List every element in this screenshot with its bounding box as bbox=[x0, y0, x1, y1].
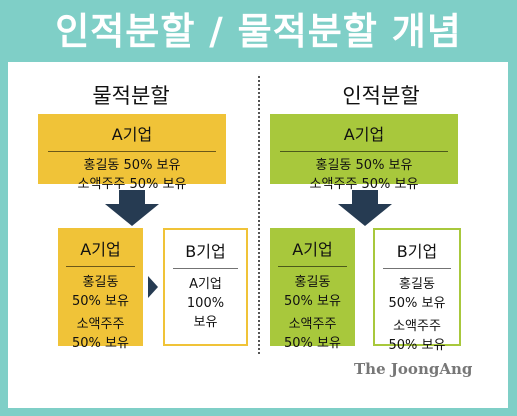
section-divider bbox=[258, 76, 260, 354]
personal-company-a-line-2: 50% 보유 bbox=[284, 294, 341, 309]
personal-company-a-name: A기업 bbox=[292, 240, 333, 259]
physical-company-a-line-4: 50% 보유 bbox=[72, 336, 129, 351]
physical-parent-name: A기업 bbox=[111, 125, 153, 144]
physical-company-a-line-1: 홍길동 bbox=[82, 275, 119, 290]
physical-company-b-line-1: A기업 bbox=[189, 277, 222, 292]
personal-parent-line-2: 소액주주 50% 보유 bbox=[309, 177, 419, 192]
personal-parent-name: A기업 bbox=[343, 125, 385, 144]
personal-company-b-line-2: 50% 보유 bbox=[388, 296, 446, 311]
personal-company-b-box: B기업 홍길동 50% 보유 소액주주 50% 보유 bbox=[373, 228, 461, 353]
physical-parent-line-2: 소액주주 50% 보유 bbox=[77, 177, 187, 192]
personal-company-b-name: B기업 bbox=[396, 242, 438, 261]
personal-company-a-line-3: 소액주주 bbox=[288, 317, 337, 332]
physical-down-arrow-icon bbox=[105, 190, 159, 226]
personal-down-arrow-icon bbox=[338, 190, 392, 226]
personal-split-heading: 인적분할 bbox=[342, 84, 420, 108]
physical-company-b-box: B기업 A기업 100% 보유 bbox=[163, 228, 248, 346]
personal-parent-line-1: 홍길동 50% 보유 bbox=[315, 158, 413, 173]
personal-parent-rule bbox=[280, 151, 448, 152]
physical-company-a-name: A기업 bbox=[80, 240, 121, 259]
personal-parent-box: A기업 홍길동 50% 보유 소액주주 50% 보유 bbox=[270, 114, 458, 192]
physical-parent-box: A기업 홍길동 50% 보유 소액주주 50% 보유 bbox=[38, 114, 226, 192]
physical-company-a-line-3: 소액주주 bbox=[76, 317, 125, 332]
physical-right-arrow-icon bbox=[148, 276, 158, 298]
physical-parent-line-1: 홍길동 50% 보유 bbox=[83, 158, 181, 173]
physical-company-b-line-2: 100% bbox=[186, 296, 225, 311]
personal-company-a-rule bbox=[278, 266, 347, 267]
physical-company-a-rule bbox=[66, 266, 135, 267]
physical-company-b-rule bbox=[173, 268, 238, 269]
personal-company-b-line-3: 소액주주 bbox=[393, 319, 441, 334]
diagram-panel: 물적분할 A기업 홍길동 50% 보유 소액주주 50% 보유 A기업 홍길동 … bbox=[8, 62, 508, 408]
personal-company-b-line-4: 50% 보유 bbox=[388, 338, 446, 353]
physical-company-b-name: B기업 bbox=[185, 242, 226, 261]
personal-company-b-rule bbox=[383, 268, 451, 269]
page-title: 인적분할 / 물적분할 개념 bbox=[55, 10, 462, 53]
physical-split-heading: 물적분할 bbox=[92, 84, 170, 108]
physical-company-a-box: A기업 홍길동 50% 보유 소액주주 50% 보유 bbox=[58, 228, 143, 351]
personal-company-a-line-1: 홍길동 bbox=[294, 275, 331, 290]
personal-company-a-box: A기업 홍길동 50% 보유 소액주주 50% 보유 bbox=[270, 228, 355, 351]
personal-company-b-line-1: 홍길동 bbox=[399, 277, 435, 292]
physical-company-b-line-3: 보유 bbox=[193, 315, 218, 330]
source-credit: The JoongAng bbox=[354, 360, 473, 378]
personal-company-a-line-4: 50% 보유 bbox=[284, 336, 341, 351]
physical-company-a-line-2: 50% 보유 bbox=[72, 294, 129, 309]
physical-parent-rule bbox=[48, 151, 216, 152]
